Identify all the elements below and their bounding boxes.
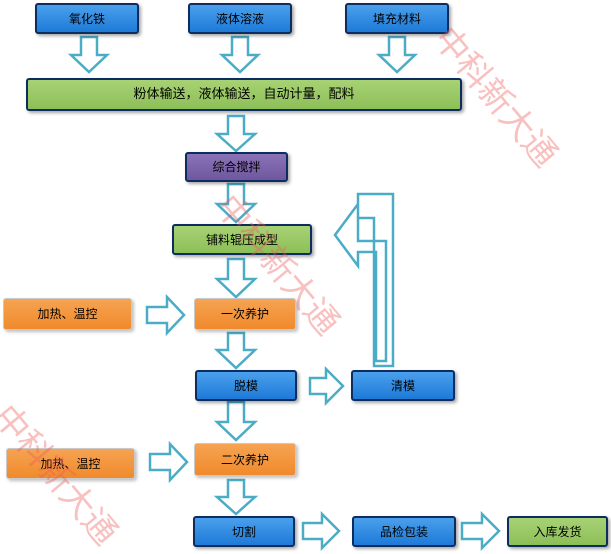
node-mold-clean: 清模: [351, 370, 455, 401]
arrow-right-to-inspection: [301, 510, 341, 552]
node-warehouse-shipping: 入库发货: [507, 516, 608, 547]
arrow-down-liquid-solution: [218, 35, 262, 74]
node-demold: 脱模: [195, 370, 297, 401]
node-roll-forming: 铺料辊压成型: [172, 224, 312, 255]
node-heat-control-1: 加热、温控: [3, 298, 132, 330]
arrow-right-heat-2: [148, 440, 189, 484]
node-curing-1: 一次养护: [194, 298, 296, 330]
arrow-right-to-mold-clean: [308, 365, 345, 407]
node-filler: 填充材料: [345, 3, 449, 34]
arrow-loop-clean-to-roll-forming: [333, 192, 395, 368]
node-heat-control-2: 加热、温控: [6, 448, 135, 479]
arrow-down-to-curing-2: [213, 400, 259, 442]
arrow-down-iron-oxide: [67, 35, 111, 74]
node-iron-oxide: 氧化铁: [35, 3, 139, 34]
node-conveying-dosing: 粉体输送，液体输送，自动计量，配料: [26, 78, 462, 111]
node-cutting: 切割: [193, 516, 295, 547]
arrow-down-to-cutting: [213, 478, 259, 516]
node-mixing: 综合搅拌: [185, 152, 288, 182]
arrow-down-to-mixing: [213, 114, 259, 153]
arrow-right-to-warehouse: [460, 510, 501, 552]
arrow-right-heat-1: [145, 293, 186, 337]
arrow-down-to-curing-1: [213, 257, 259, 299]
node-inspection-packing: 品检包装: [352, 516, 456, 547]
arrow-down-filler: [375, 35, 419, 74]
node-curing-2: 二次养护: [194, 443, 296, 476]
arrow-down-to-roll-forming: [213, 182, 259, 224]
arrow-down-to-demold: [213, 331, 259, 370]
node-liquid-solution: 液体溶液: [188, 3, 292, 34]
